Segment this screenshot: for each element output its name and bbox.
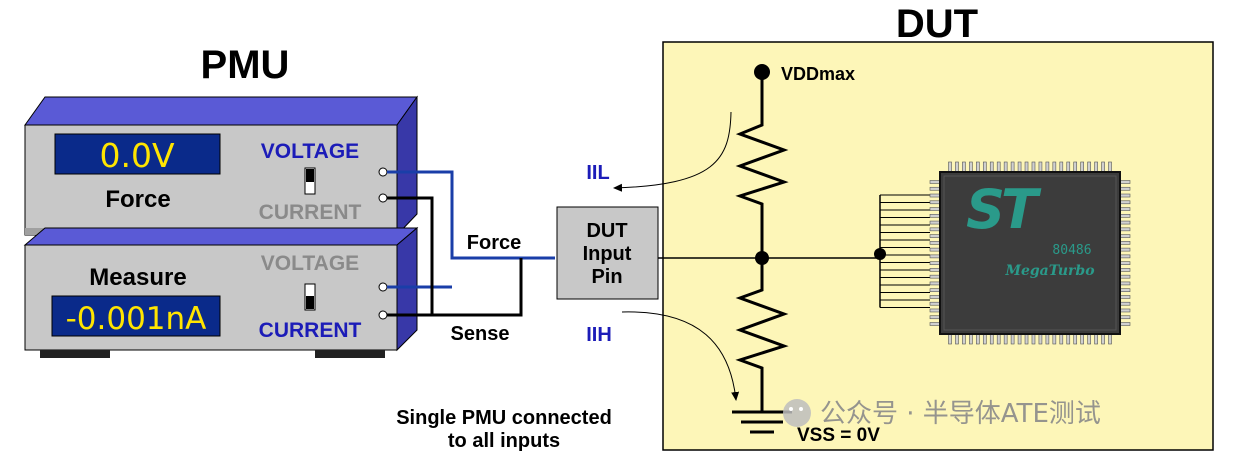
pullup-resistor (735, 72, 789, 258)
processor-chip (939, 171, 1121, 335)
vdd-label: VDDmax (781, 64, 855, 84)
iih-current-arrow (621, 311, 740, 401)
force-label: Force (467, 232, 521, 254)
chip-part-number: 80486 (1052, 243, 1091, 258)
pmu-bottom-switch[interactable] (304, 283, 316, 311)
caption-line2: to all inputs (448, 430, 560, 452)
watermark: 公众号 · 半导体ATE测试 (783, 399, 1101, 429)
pmu-top-voltage-label[interactable]: VOLTAGE (261, 140, 359, 163)
dut-pin-line2: Input (583, 243, 632, 265)
dut-pin-line3: Pin (591, 266, 622, 288)
watermark-text: 公众号 · 半导体ATE测试 (820, 399, 1101, 429)
iil-label: IIL (586, 162, 609, 184)
pmu-top-display-value: 0.0V (99, 136, 174, 175)
pmu-bottom-voltage-label[interactable]: VOLTAGE (261, 252, 359, 275)
vss-label: VSS = 0V (797, 425, 880, 446)
pmu-bottom-mode-label: Measure (89, 264, 186, 291)
pulldown-resistor (735, 258, 789, 412)
sense-label: Sense (451, 323, 510, 345)
pmu-bottom-display (51, 295, 221, 337)
pmu-top-mode-label: Force (105, 186, 170, 213)
pmu-top-display (54, 133, 221, 175)
pmu-bottom-current-label[interactable]: CURRENT (259, 319, 362, 342)
caption-line1: Single PMU connected (396, 407, 612, 429)
iil-current-arrow (613, 111, 732, 192)
pmu-bottom-display-value: -0.001nA (66, 301, 207, 337)
dut-board (662, 41, 1214, 451)
iih-label: IIH (586, 324, 612, 346)
dut-pin-line1: DUT (586, 220, 627, 242)
pmu-title: PMU (201, 43, 290, 87)
pmu-top-current-label[interactable]: CURRENT (259, 201, 362, 224)
force-wire (387, 170, 555, 289)
pmu-top-switch[interactable] (304, 167, 316, 195)
chip-brand: MegaTurbo (1004, 263, 1094, 279)
dut-title: DUT (896, 2, 978, 46)
wechat-icon (783, 399, 811, 427)
sense-wire (387, 196, 523, 317)
ground-symbol (732, 410, 792, 434)
dut-input-pin-box (556, 206, 659, 300)
chip-bus-lines (879, 194, 930, 308)
chip-logo: ST (966, 178, 1042, 241)
